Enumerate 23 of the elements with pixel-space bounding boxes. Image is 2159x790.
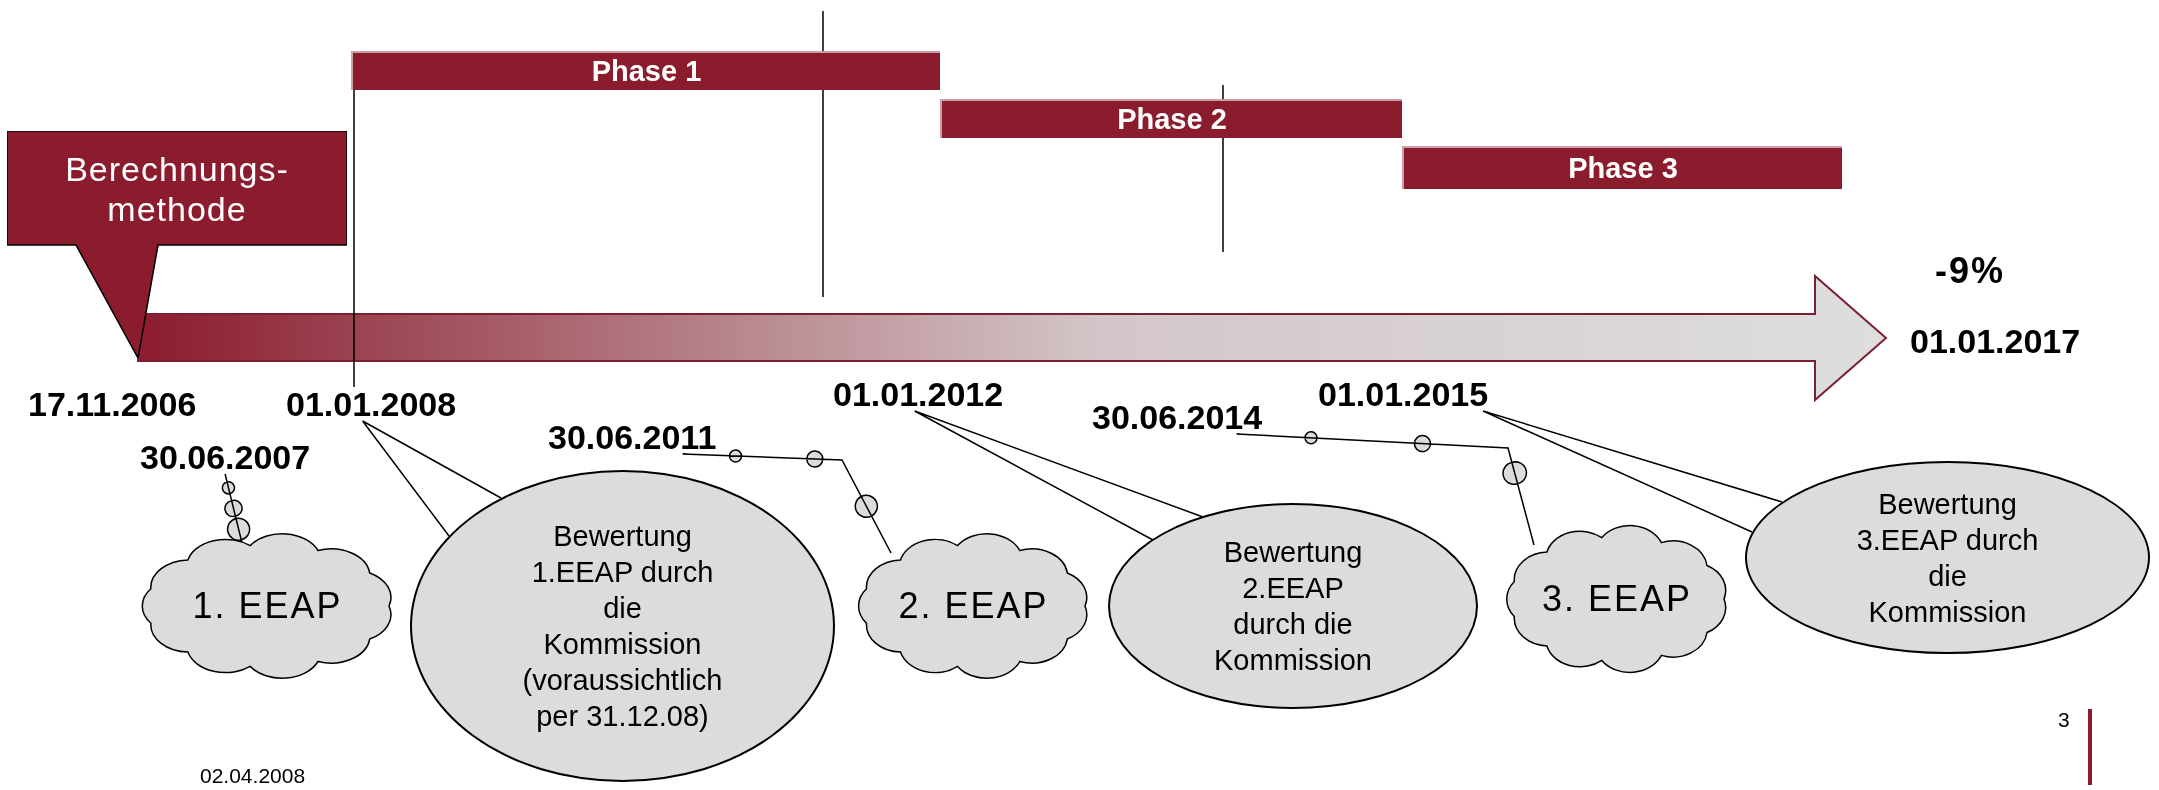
date-label: 30.06.2011	[548, 418, 717, 456]
callout-box: Berechnungs- methode	[7, 131, 347, 358]
date-label: 30.06.2014	[1092, 398, 1263, 436]
date-label: 01.01.2008	[286, 385, 457, 423]
speech-tail	[913, 410, 1204, 541]
speech-bubble: Bewertung 1.EEAP durch die Kommission (voraussichtlich per 31.12.08)	[410, 470, 835, 782]
date-label: 30.06.2007	[140, 438, 311, 476]
marker-line	[353, 89, 355, 388]
phase-bar: Phase 1	[351, 51, 940, 90]
phase-bar: Phase 3	[1402, 146, 1842, 189]
speech-bubble: Bewertung 2.EEAP durch die Kommission	[1108, 503, 1478, 709]
percentage-label: -9%	[1935, 250, 2006, 292]
speech-tail	[361, 420, 502, 537]
phase-bar: Phase 2	[940, 99, 1402, 138]
date-label: 01.01.2015	[1318, 375, 1489, 413]
page-number: 3	[2058, 708, 2070, 733]
date-label: 17.11.2006	[28, 385, 197, 425]
thought-bubbles	[1235, 431, 1535, 546]
date-label: 01.01.2012	[833, 375, 1004, 413]
date-label: 01.01.2017	[1910, 322, 2081, 362]
footer-date: 02.04.2008	[200, 764, 306, 789]
speech-tail	[1482, 410, 1783, 533]
speech-bubble: Bewertung 3.EEAP durch die Kommission	[1745, 461, 2150, 654]
